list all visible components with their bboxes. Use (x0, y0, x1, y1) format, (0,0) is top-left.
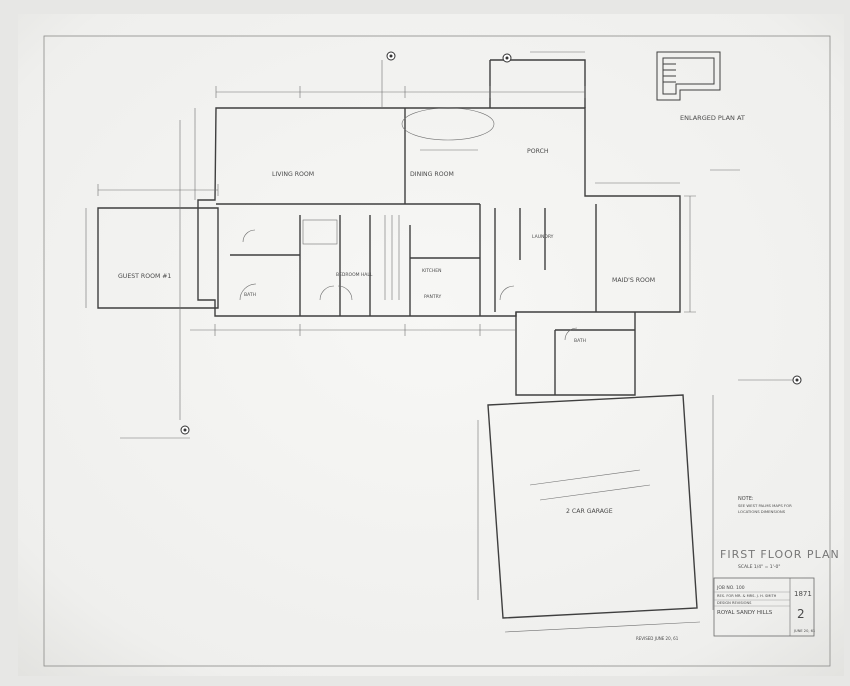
laundry-label: LAUNDRY (532, 234, 554, 240)
room-labels: LIVING ROOM DINING ROOM GUEST ROOM #1 MA… (118, 148, 655, 515)
title-block-line-1: JOB NO. 100 (716, 585, 745, 591)
note-title: NOTE: (738, 496, 754, 502)
guest-room-label: GUEST ROOM #1 (118, 273, 171, 280)
living-room-label: LIVING ROOM (272, 171, 314, 178)
door-swings (239, 229, 578, 341)
title-block-line-3: DESIGN REVISIONS (717, 601, 752, 605)
sheet-border (43, 35, 831, 667)
bath-label: BATH (244, 292, 256, 298)
job-number: 1871 (794, 590, 812, 598)
title-block: JOB NO. 100 RES. FOR MR. & MRS. J. H. SM… (636, 577, 815, 641)
revised-date: REVISED JUNE 20, 61 (636, 636, 679, 641)
tracing-paper (18, 14, 844, 676)
title-block-line-2: RES. FOR MR. & MRS. J. H. SMITH (717, 594, 777, 598)
notes: ENLARGED PLAN AT NOTE: SEE WEST PALMS MA… (680, 114, 840, 570)
garage-label: 2 CAR GARAGE (566, 508, 613, 515)
maids-room-label: MAID'S ROOM (612, 277, 655, 284)
note-line-2: LOCATIONS DIMENSIONS (738, 509, 786, 514)
bedroom-hall-label: BEDROOM HALL (336, 272, 373, 278)
enlarged-plan-inset (656, 51, 721, 101)
dining-room-label: DINING ROOM (410, 171, 454, 178)
pantry-label: PANTRY (424, 294, 441, 300)
walls (97, 59, 698, 619)
bath-2-label: BATH (574, 338, 586, 344)
sheet-number: 2 (797, 607, 805, 621)
grid-marker-dots (183, 54, 799, 432)
title-block-line-4: ROYAL SANDY HILLS (717, 610, 773, 616)
dimension-lines (85, 51, 800, 633)
porch-label: PORCH (527, 148, 549, 155)
title-block-date: JUNE 20, 61 (793, 629, 815, 633)
floor-plan-scale: SCALE 1/4" = 1'-0" (738, 564, 780, 570)
note-line-1: SEE WEST PALMS MAPS FOR (738, 503, 792, 508)
enlarged-plan-label: ENLARGED PLAN AT (680, 114, 745, 122)
kitchen-label: KITCHEN (422, 268, 442, 274)
floor-plan-title: FIRST FLOOR PLAN (720, 548, 840, 561)
